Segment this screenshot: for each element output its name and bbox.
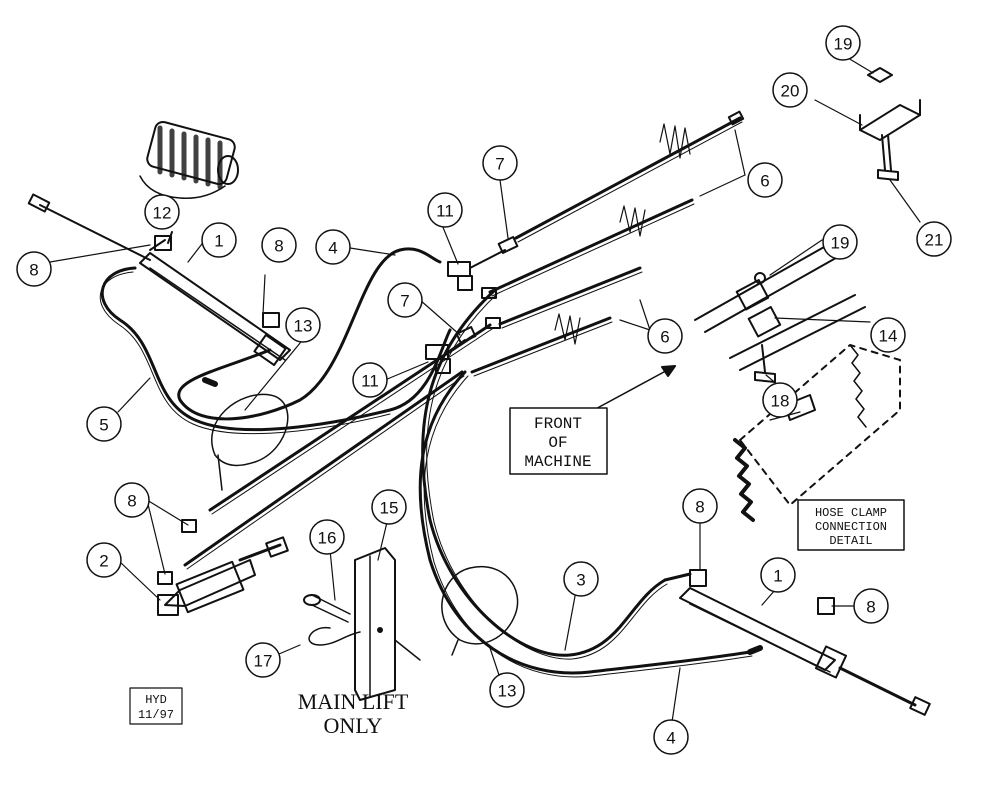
callout-8-upper-right: 8 — [274, 237, 283, 256]
callout-11-upper: 11 — [436, 202, 454, 221]
clamp-hardware-drawing — [859, 67, 921, 181]
callout-15: 15 — [380, 499, 399, 518]
detail-label-line2: CONNECTION — [815, 520, 887, 534]
callout-12: 12 — [153, 204, 172, 223]
hyd-label-line2: 11/97 — [138, 708, 174, 722]
pin-clip-bracket-drawing — [303, 547, 421, 701]
callout-17: 17 — [254, 652, 273, 671]
callout-21: 21 — [925, 231, 944, 250]
callout-19-top: 19 — [834, 35, 853, 54]
hose-clamp-detail-box — [797, 499, 905, 551]
front-label-line2: OF — [548, 434, 567, 452]
hose-5-drawing — [100, 266, 452, 432]
tie-13-lower-drawing — [441, 565, 519, 645]
main-lift-label-line2: ONLY — [324, 713, 383, 738]
callout-4-lower: 4 — [666, 729, 675, 748]
callout-16: 16 — [318, 529, 337, 548]
upper-left-cylinder-drawing — [27, 193, 291, 367]
front-of-machine-box — [509, 407, 608, 475]
callout-13-lower: 13 — [498, 682, 517, 701]
tie-13-upper-drawing — [211, 393, 289, 467]
callout-8-lower-middle: 8 — [695, 498, 704, 517]
lower-right-cylinder-drawing — [663, 569, 931, 716]
callout-8-upper-left: 8 — [29, 261, 38, 280]
hose-clamp-detail-drawing — [694, 237, 901, 522]
callout-14: 14 — [879, 327, 898, 346]
callout-5: 5 — [99, 416, 108, 435]
detail-label-line3: DETAIL — [829, 534, 872, 548]
callout-11-lower: 11 — [361, 372, 379, 391]
main-lift-label-line1: MAIN LIFT — [298, 689, 409, 714]
hyd-label-line1: HYD — [145, 693, 167, 707]
callout-20: 20 — [781, 82, 800, 101]
callout-1-lower: 1 — [773, 567, 782, 586]
callout-13-upper: 13 — [294, 317, 313, 336]
callout-2: 2 — [99, 552, 108, 571]
callout-circles — [16, 25, 952, 755]
callout-6-upper: 6 — [760, 172, 769, 191]
hyd-revision-box — [129, 687, 183, 725]
front-label-line1: FRONT — [534, 415, 582, 433]
front-arrow-drawing — [589, 365, 676, 413]
callout-18: 18 — [771, 392, 790, 411]
callout-6-lower: 6 — [660, 328, 669, 347]
callout-1-upper: 1 — [214, 232, 223, 251]
detail-label-line1: HOSE CLAMP — [815, 506, 887, 520]
spacer-stack-drawing — [139, 120, 239, 199]
callout-19-detail: 19 — [831, 234, 850, 253]
callout-7-upper: 7 — [495, 155, 504, 174]
callout-8-lower-left: 8 — [127, 492, 136, 511]
lower-left-cylinder-drawing — [157, 519, 289, 616]
callout-8-lower-right: 8 — [866, 598, 875, 617]
hose-6-lower-drawing — [470, 266, 643, 377]
callout-4-upper: 4 — [328, 239, 337, 258]
hose-3-drawing — [421, 288, 667, 657]
front-label-line3: MACHINE — [524, 453, 591, 471]
hose-4-upper-drawing — [177, 247, 442, 421]
hose-6-upper-drawing — [488, 110, 745, 297]
callout-3: 3 — [576, 571, 585, 590]
callout-7-lower: 7 — [400, 292, 409, 311]
